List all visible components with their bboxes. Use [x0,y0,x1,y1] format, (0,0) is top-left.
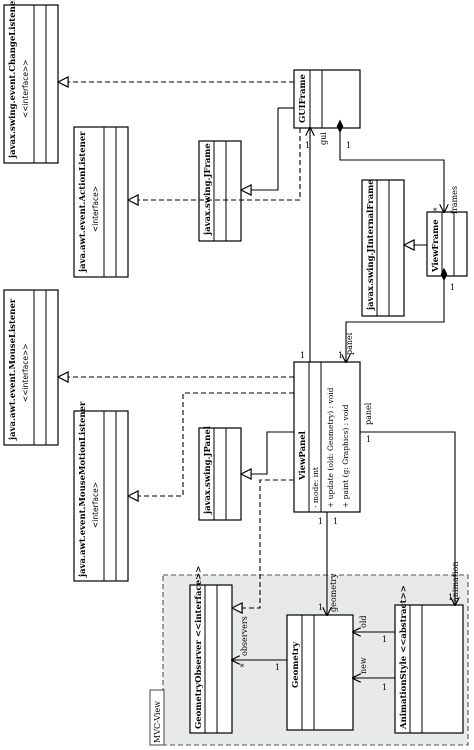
mult-geometry-right: 1 [333,517,338,526]
package-label: MVC-View [153,701,162,743]
mouse-listener-stereotype: <<interface>> [21,343,30,402]
realization-viewpanel-mousemotionlistener [128,392,294,496]
role-observers: observers [240,616,249,656]
gui-frame-class[interactable]: GUIFrame [293,69,361,129]
jinternal-frame-name: javax.swing.JInternalFrame [366,179,376,311]
mult-geometry-left: 1 [318,517,323,526]
gui-frame-name: GUIFrame [298,73,308,123]
mult-panel-top: 1 [338,351,343,360]
view-frame-class[interactable]: ViewFrame [426,211,468,277]
role-animation: animation [451,561,460,602]
change-listener-stereotype: <<interface>> [21,59,30,118]
realization-guiframe-actionlistener [128,128,301,200]
mult-observers-star: * [240,663,244,672]
geometry-observer-name: GeometryObserver <<interface>> [194,566,204,729]
mouse-motion-listener-class[interactable]: java.awt.event.MouseMotionListener <inte… [73,401,129,582]
view-frame-name: ViewFrame [431,219,441,273]
mult-viewpanel-gui: 1 [300,351,305,360]
view-panel-class[interactable]: ViewPanel - mode: int + update (old: Geo… [293,361,361,513]
mult-gui-frame: 1 [305,141,310,150]
action-listener-stereotype: <interface> [91,186,100,232]
action-listener-name: java.awt.event.ActionListener [78,131,88,273]
role-frames: frames [450,186,459,214]
view-panel-attribute: - mode: int [311,467,320,508]
role-new: new [359,657,368,674]
geometry-observer-class[interactable]: GeometryObserver <<interface>> [189,566,233,734]
mult-animation-end: 1 [448,593,453,602]
jframe-class[interactable]: javax.swing.JFrame [198,140,242,242]
mult-viewframe-bottom: 1 [450,283,455,292]
animation-style-class[interactable]: AnimationStyle <<abstract>> [394,585,464,734]
change-listener-name: javax.swing.event.ChangeListener [8,0,18,159]
change-listener-class[interactable]: javax.swing.event.ChangeListener <<inter… [3,0,59,164]
mult-panel-right: 1 [366,435,371,444]
mult-geometry-observers: 1 [275,663,280,672]
mult-geometry-end: 1 [318,603,323,612]
mouse-listener-class[interactable]: java.awt.event.MouseListener <<interface… [3,289,59,446]
mouse-motion-listener-stereotype: <interface> [91,482,100,528]
role-panel-top: panel [345,332,354,355]
generalization-guiframe-jframe [241,108,279,190]
role-panel-right: panel [364,402,373,425]
mouse-listener-name: java.awt.event.MouseListener [8,298,18,441]
role-gui: gui [319,132,328,145]
realization-viewpanel-geometryobserver [232,479,294,608]
jpanel-name: javax.swing.JPanel [203,425,213,515]
mouse-motion-listener-name: java.awt.event.MouseMotionListener [78,401,88,578]
aggregation-guiframe-viewframe [340,132,444,212]
role-old: old [359,616,368,629]
jframe-name: javax.swing.JFrame [203,143,213,236]
generalization-viewpanel-jpanel [241,431,294,474]
view-panel-operation-update: + update (old: Geometry) : void [326,387,335,508]
jpanel-class[interactable]: javax.swing.JPanel [198,425,242,521]
mult-old: 1 [382,635,387,644]
animation-style-name: AnimationStyle <<abstract>> [399,585,409,730]
association-viewpanel-animationstyle [360,431,455,605]
geometry-name: Geometry [291,641,301,688]
mult-frames-star: * [433,207,437,216]
role-geometry: geometry [329,573,338,612]
mult-gui-diamond: 1 [346,141,351,150]
view-panel-operation-paint: + paint (g: Graphics) : void [341,404,350,508]
view-panel-name: ViewPanel [298,430,308,481]
composition-viewframe-viewpanel [346,280,444,362]
mult-new: 1 [382,683,387,692]
jinternal-frame-class[interactable]: javax.swing.JInternalFrame [361,179,405,317]
geometry-class[interactable]: Geometry [286,614,354,731]
action-listener-class[interactable]: java.awt.event.ActionListener <interface… [73,126,129,278]
